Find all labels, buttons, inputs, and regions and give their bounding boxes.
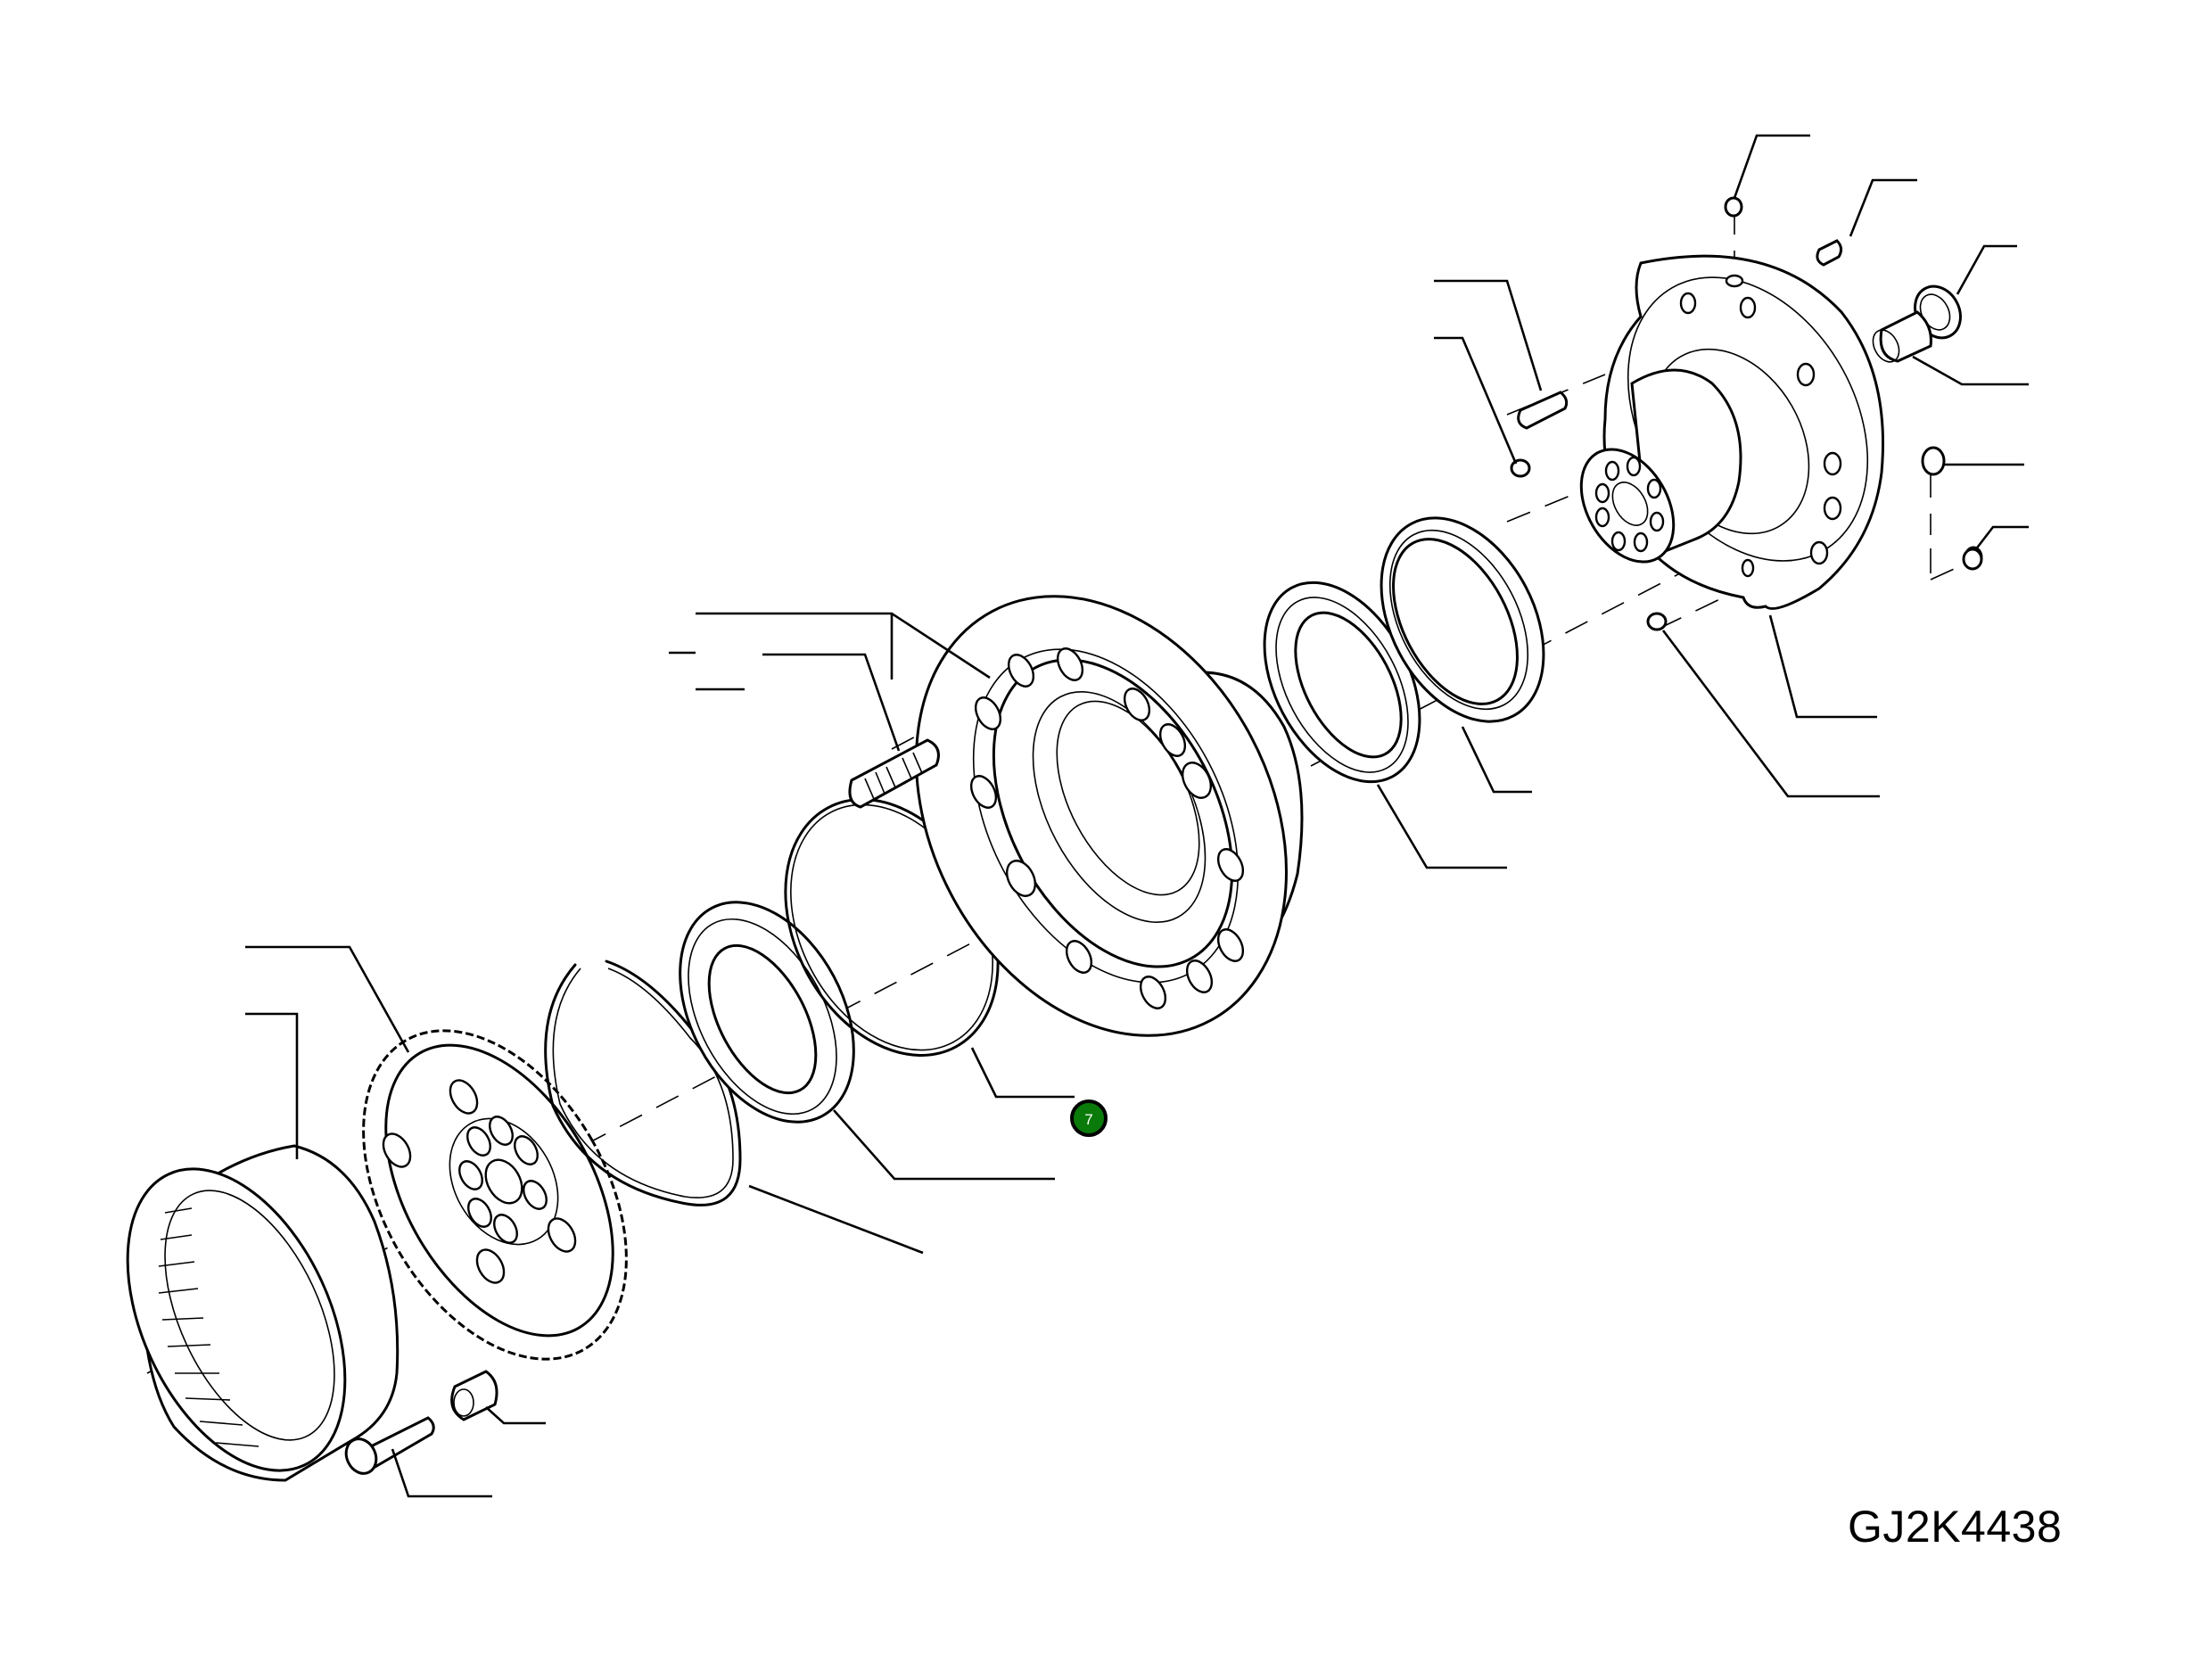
taper-roller-bearing-outer[interactable] xyxy=(645,873,889,1152)
planet-carrier-spindle[interactable] xyxy=(1562,235,1916,610)
side-plug[interactable] xyxy=(1962,548,1983,571)
drawing-code: GJ2K4438 xyxy=(1848,1502,2063,1552)
wheel-stud[interactable] xyxy=(848,738,940,809)
spacer-sleeve[interactable] xyxy=(450,1370,498,1421)
planet-carrier-gear[interactable] xyxy=(309,984,681,1404)
bushing[interactable] xyxy=(1868,310,1932,366)
oil-seal-ring[interactable] xyxy=(1348,490,1577,750)
hotspot-label: 7 xyxy=(1084,1111,1093,1128)
top-plug[interactable] xyxy=(1724,196,1743,218)
dowel-pin[interactable] xyxy=(1816,239,1843,267)
callout-leaders xyxy=(245,134,2029,1498)
taper-roller-bearing-inner[interactable] xyxy=(1232,556,1451,808)
ring-gear[interactable] xyxy=(84,1134,399,1504)
grease-nipple[interactable] xyxy=(1517,391,1569,430)
wheel-hub-flange[interactable] xyxy=(843,531,1360,1100)
o-ring-small[interactable] xyxy=(1921,446,1946,476)
hotspot-marker-7[interactable]: 7 xyxy=(1070,1099,1108,1137)
carrier-bolt[interactable] xyxy=(341,1416,435,1478)
